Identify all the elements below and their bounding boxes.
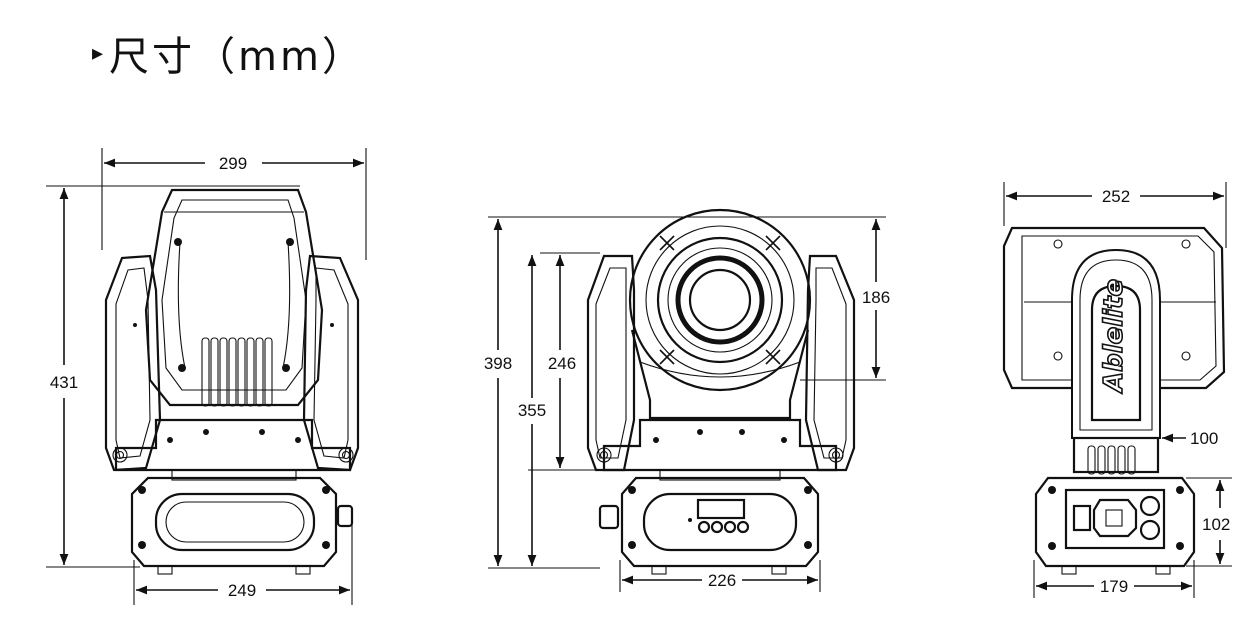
up-button <box>710 520 724 534</box>
triangle-marker-icon: ▸ <box>92 40 104 65</box>
lcd-display <box>696 498 746 520</box>
power-out-connector <box>1072 504 1092 532</box>
front-width-top-label: 299 <box>219 154 247 173</box>
menu-button <box>697 520 711 534</box>
front-width-base-label: 249 <box>228 581 256 600</box>
side-view: 398 246 355 186 226 <box>484 208 890 592</box>
back-width-top-label: 252 <box>1102 187 1130 206</box>
side-base <box>620 476 820 568</box>
dmx-out-icon <box>1139 519 1161 541</box>
side-head-housing <box>628 208 812 392</box>
front-head <box>144 188 324 407</box>
side-head-height-label: 186 <box>862 288 890 307</box>
title-text: 尺寸（mm） <box>109 34 365 80</box>
side-height-mid-label: 355 <box>518 401 546 420</box>
page-title: ▸ 尺寸（mm） <box>92 28 365 80</box>
enter-button <box>736 520 750 534</box>
back-base <box>1034 476 1196 568</box>
front-heat-fins <box>201 337 273 407</box>
power-in-connector <box>1092 498 1138 538</box>
down-button <box>723 520 737 534</box>
front-height-label: 431 <box>50 373 78 392</box>
back-width-base-label: 179 <box>1100 577 1128 596</box>
side-height-upper-label: 246 <box>548 354 576 373</box>
side-width-base-label: 226 <box>708 571 736 590</box>
front-view: 299 431 249 <box>46 148 367 605</box>
front-left-arm <box>104 254 162 472</box>
dmx-in-icon <box>1139 495 1161 517</box>
back-arm-width-label: 100 <box>1190 429 1218 448</box>
back-base-height-label: 102 <box>1202 515 1230 534</box>
back-head <box>1002 226 1226 390</box>
connector-panel <box>1064 488 1166 550</box>
front-base <box>130 476 338 568</box>
side-height-total-label: 398 <box>484 354 512 373</box>
brand-logo: Ablelite <box>1099 279 1129 394</box>
back-view: Ablelite 252 100 102 <box>1002 182 1232 598</box>
